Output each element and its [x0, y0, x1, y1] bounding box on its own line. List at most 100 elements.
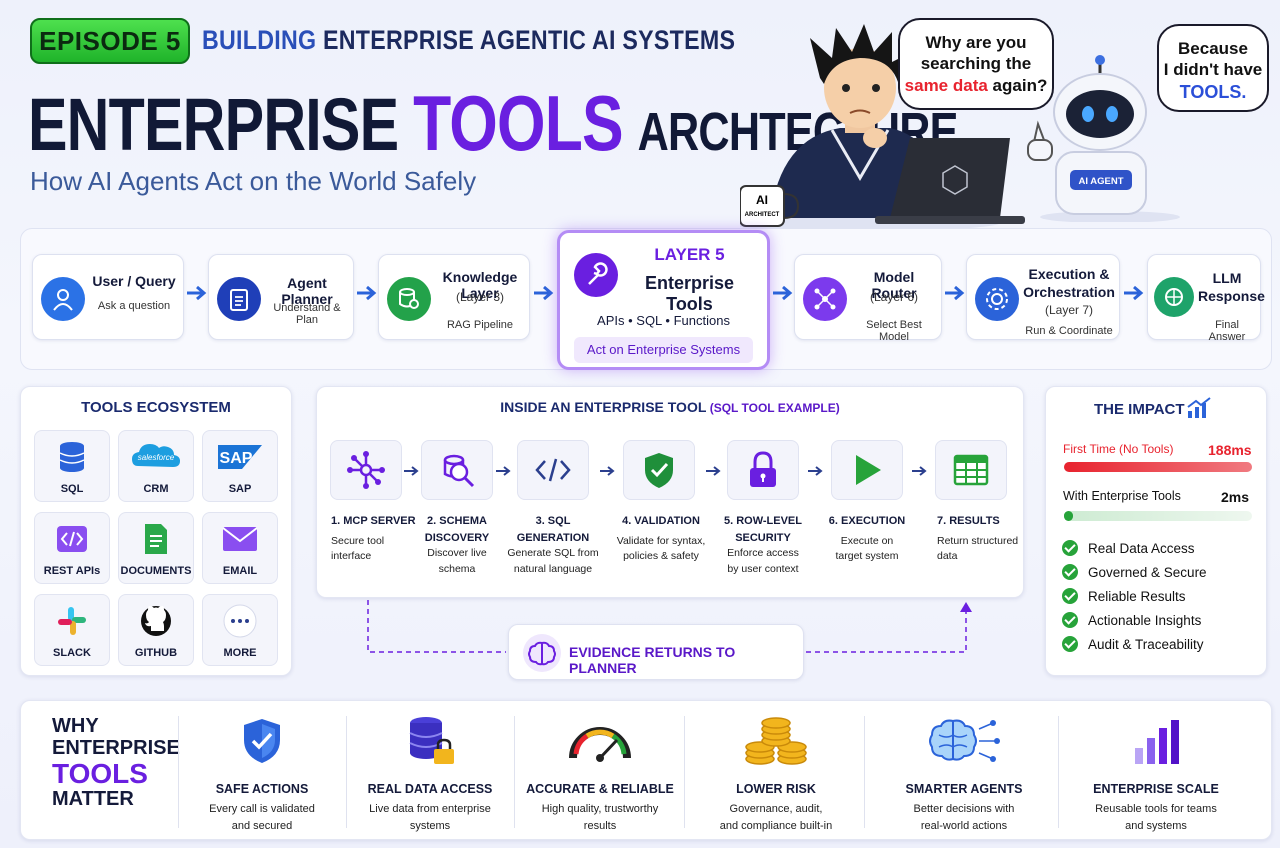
- schema-search-icon: [421, 440, 493, 500]
- bar-growth-icon: [1076, 714, 1236, 768]
- impact-check-item: Real Data Access: [1062, 540, 1195, 556]
- speech-bubble-robot: Because I didn't have TOOLS.: [1157, 24, 1269, 112]
- growth-chart-icon: [1187, 397, 1211, 418]
- mug-text-1: AI: [756, 193, 768, 207]
- tool-tile-crm[interactable]: salesforce CRM: [118, 430, 194, 502]
- divider: [514, 716, 515, 828]
- why-item-lower-risk: LOWER RISK Governance, audit,and complia…: [696, 706, 856, 834]
- tool-tile-slack[interactable]: SLACK: [34, 594, 110, 666]
- layer5-enterprise-tools: LAYER 5 Enterprise Tools APIs • SQL • Fu…: [557, 230, 770, 370]
- network-icon: [803, 277, 847, 321]
- mug-text-2: ARCHITECT: [745, 212, 780, 218]
- step-execution: 6. EXECUTION Execute on target system: [828, 515, 906, 563]
- more-icon: [203, 603, 277, 639]
- impact-first-value: 188ms: [1208, 442, 1252, 458]
- database-search-icon: [387, 277, 431, 321]
- divider: [178, 716, 179, 828]
- code-generation-icon: [517, 440, 589, 500]
- robot-illustration: AI AGENT: [1027, 55, 1180, 222]
- series-title: BUILDING ENTERPRISE AGENTIC AI SYSTEMS: [202, 25, 736, 55]
- github-icon: [119, 603, 193, 639]
- arrow-right-icon: [496, 466, 511, 476]
- impact-panel: THE IMPACT: [1045, 386, 1267, 676]
- brain-icon: [523, 634, 561, 672]
- mcp-server-icon: [330, 440, 402, 500]
- arrow-right-icon: [808, 466, 823, 476]
- tool-tile-sap[interactable]: SAP SAP: [202, 430, 278, 502]
- arrow-right-icon: [1124, 285, 1144, 301]
- arrow-right-icon: [912, 466, 927, 476]
- salesforce-icon: salesforce: [119, 439, 193, 475]
- brain-network-icon: [884, 714, 1044, 768]
- llm-icon: [1154, 277, 1194, 317]
- database-icon: [35, 439, 109, 475]
- sap-icon: SAP: [203, 439, 277, 475]
- document-icon: [119, 521, 193, 557]
- step-schema-discovery: 2. SCHEMA DISCOVERY Discover live schema: [424, 515, 490, 575]
- arrow-right-icon: [534, 285, 554, 301]
- check-icon: [1062, 588, 1078, 604]
- pipeline-step-knowledge: Knowledge Layer (Layer 3) RAG Pipeline: [378, 254, 530, 340]
- impact-with-bar: [1064, 511, 1252, 521]
- page-title: ENTERPRISE TOOLS ARCHTECTURE: [28, 79, 958, 167]
- arrow-right-icon: [187, 285, 207, 301]
- arrow-right-icon: [773, 285, 793, 301]
- impact-with-label: With Enterprise Tools: [1063, 489, 1181, 503]
- tool-tile-email[interactable]: EMAIL: [202, 512, 278, 584]
- clipboard-icon: [217, 277, 261, 321]
- speech-bubble-human: Why are you searching the same data agai…: [898, 18, 1054, 110]
- why-matter-panel: [20, 700, 1272, 840]
- tool-tile-sql[interactable]: SQL: [34, 430, 110, 502]
- arrow-right-icon: [357, 285, 377, 301]
- why-title: WHY ENTERPRISE TOOLS MATTER: [52, 715, 180, 811]
- shield-check-icon: [182, 714, 342, 768]
- arrow-right-icon: [945, 285, 965, 301]
- check-icon: [1062, 564, 1078, 580]
- salesforce-logo-text: salesforce: [138, 453, 175, 462]
- evidence-loop-arrow: [367, 600, 972, 653]
- step-results: 7. RESULTS Return structured data: [937, 515, 1019, 563]
- pipeline-step-planner: Agent Planner Understand & Plan: [208, 254, 354, 340]
- why-item-real-data: REAL DATA ACCESS Live data from enterpri…: [350, 706, 510, 834]
- sap-logo-text: SAP: [220, 450, 253, 467]
- divider: [684, 716, 685, 828]
- step-validation: 4. VALIDATION Validate for syntax, polic…: [616, 515, 706, 563]
- impact-first-label: First Time (No Tools): [1063, 442, 1174, 456]
- pipeline-step-orchestration: Execution &Orchestration (Layer 7) Run &…: [966, 254, 1120, 340]
- impact-check-item: Audit & Traceability: [1062, 636, 1204, 652]
- step-row-level-security: 5. ROW-LEVEL SECURITY Enforce access by …: [723, 515, 802, 575]
- arrow-right-icon: [404, 466, 419, 476]
- check-icon: [1062, 612, 1078, 628]
- impact-check-item: Reliable Results: [1062, 588, 1186, 604]
- check-icon: [1062, 636, 1078, 652]
- wrench-icon: [574, 253, 618, 297]
- tool-tile-github[interactable]: GITHUB: [118, 594, 194, 666]
- robot-badge: AI AGENT: [1078, 176, 1123, 187]
- evidence-returns-box: EVIDENCE RETURNS TO PLANNER: [508, 624, 804, 680]
- tool-tile-more[interactable]: MORE: [202, 594, 278, 666]
- table-results-icon: [935, 440, 1007, 500]
- gear-icon: [975, 277, 1019, 321]
- pipeline-step-user: User / Query Ask a question: [32, 254, 184, 340]
- database-lock-icon: [350, 714, 510, 768]
- arrow-right-icon: [706, 466, 721, 476]
- episode-badge: EPISODE 5: [30, 18, 190, 64]
- inside-tool-title: INSIDE AN ENTERPRISE TOOL: [500, 399, 707, 415]
- inside-tool-subtitle: (SQL TOOL EXAMPLE): [706, 401, 840, 415]
- tool-tile-rest-apis[interactable]: REST APIs: [34, 512, 110, 584]
- coins-icon: [696, 714, 856, 768]
- code-icon: [35, 521, 109, 557]
- why-item-enterprise-scale: ENTERPRISE SCALE Reusable tools for team…: [1076, 706, 1236, 834]
- impact-with-value: 2ms: [1221, 489, 1250, 505]
- shield-check-icon: [623, 440, 695, 500]
- slack-icon: [35, 603, 109, 639]
- impact-first-bar: [1064, 462, 1252, 472]
- pipeline-step-router: Model Router (Layer 6) Select Best Model: [794, 254, 942, 343]
- tool-tile-documents[interactable]: DOCUMENTS: [118, 512, 194, 584]
- check-icon: [1062, 540, 1078, 556]
- lock-icon: [727, 440, 799, 500]
- divider: [864, 716, 865, 828]
